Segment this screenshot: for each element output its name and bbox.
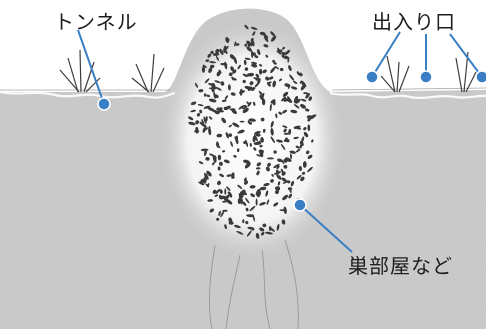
entrance-label: 出入り口: [372, 6, 456, 35]
chamber-blob: [194, 130, 199, 133]
entrance-leader-1: [372, 32, 400, 77]
chamber-blob: [248, 120, 250, 123]
chamber-blob: [267, 157, 274, 159]
entrance-point-2: [420, 71, 432, 83]
entrance-point-3: [476, 71, 486, 83]
chamber-blob: [259, 145, 262, 148]
chamber-blob: [224, 188, 226, 194]
tunnel-point: [98, 98, 110, 110]
tunnel-label: トンネル: [54, 6, 138, 35]
chamber-point: [294, 199, 306, 211]
chamber-blob: [202, 66, 205, 73]
chamber-label: 巣部屋など: [348, 250, 453, 279]
entrance-point-1: [366, 71, 378, 83]
